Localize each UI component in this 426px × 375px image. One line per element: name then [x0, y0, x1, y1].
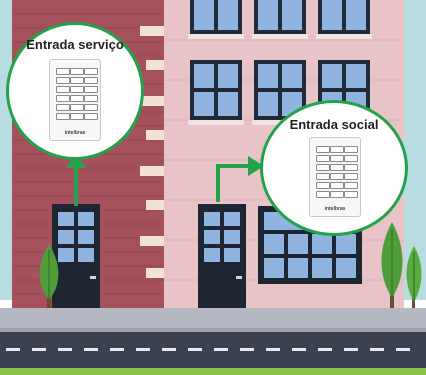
keypad-key — [344, 182, 358, 189]
service-door[interactable] — [52, 204, 100, 310]
keypad-key — [56, 113, 70, 120]
keypad-key — [344, 173, 358, 180]
keypad-key — [56, 104, 70, 111]
arrow-up-icon — [66, 154, 86, 206]
keypad-key — [344, 164, 358, 171]
intercom-device: intelbras — [309, 137, 361, 217]
keypad-key — [56, 95, 70, 102]
keypad-key — [330, 191, 344, 198]
keypad-key — [316, 164, 330, 171]
social-entrance-callout: Entrada social intelbras — [260, 100, 408, 236]
keypad-key — [56, 77, 70, 84]
keypad-key — [330, 173, 344, 180]
service-entrance-callout: Entrada serviço intelbras — [6, 22, 144, 160]
keypad-key — [56, 86, 70, 93]
brick-accent — [146, 130, 164, 140]
brick-accent — [146, 200, 164, 210]
keypad-key — [344, 191, 358, 198]
brick-accent — [146, 268, 164, 278]
keypad-key — [344, 155, 358, 162]
keypad-key — [316, 155, 330, 162]
road-markings — [6, 348, 410, 351]
tree-icon — [381, 222, 403, 320]
keypad-key — [316, 191, 330, 198]
keypad-key — [70, 86, 84, 93]
grass — [0, 368, 426, 375]
brick-accent — [140, 26, 164, 36]
social-door[interactable] — [198, 204, 246, 310]
curb — [0, 328, 426, 332]
arrow-turn-right-icon — [216, 156, 264, 202]
keypad-key — [56, 68, 70, 75]
keypad-key — [70, 104, 84, 111]
social-entrance-label: Entrada social — [289, 117, 379, 132]
keypad-key — [84, 95, 98, 102]
keypad-key — [316, 182, 330, 189]
intercom-device: intelbras — [49, 59, 101, 141]
keypad-key — [330, 164, 344, 171]
keypad-key — [330, 155, 344, 162]
keypad-key — [316, 173, 330, 180]
brick-accent — [140, 236, 164, 246]
keypad-key — [84, 68, 98, 75]
keypad-key — [84, 86, 98, 93]
keypad-key — [84, 77, 98, 84]
keypad-key — [70, 77, 84, 84]
keypad-key — [84, 104, 98, 111]
device-brand-logo: intelbras — [324, 206, 346, 212]
sky-right — [404, 0, 426, 300]
keypad-key — [70, 95, 84, 102]
brick-accent — [140, 96, 164, 106]
service-entrance-label: Entrada serviço — [26, 37, 124, 52]
brick-accent — [140, 166, 164, 176]
keypad-key — [330, 182, 344, 189]
tree-icon — [39, 244, 59, 318]
keypad-key — [70, 113, 84, 120]
tree-icon — [406, 246, 422, 322]
device-brand-logo: intelbras — [64, 130, 86, 136]
keypad-key — [330, 146, 344, 153]
sidewalk — [0, 308, 426, 328]
keypad-key — [84, 113, 98, 120]
brick-accent — [146, 60, 164, 70]
keypad-key — [70, 68, 84, 75]
keypad-key — [316, 146, 330, 153]
keypad-key — [344, 146, 358, 153]
